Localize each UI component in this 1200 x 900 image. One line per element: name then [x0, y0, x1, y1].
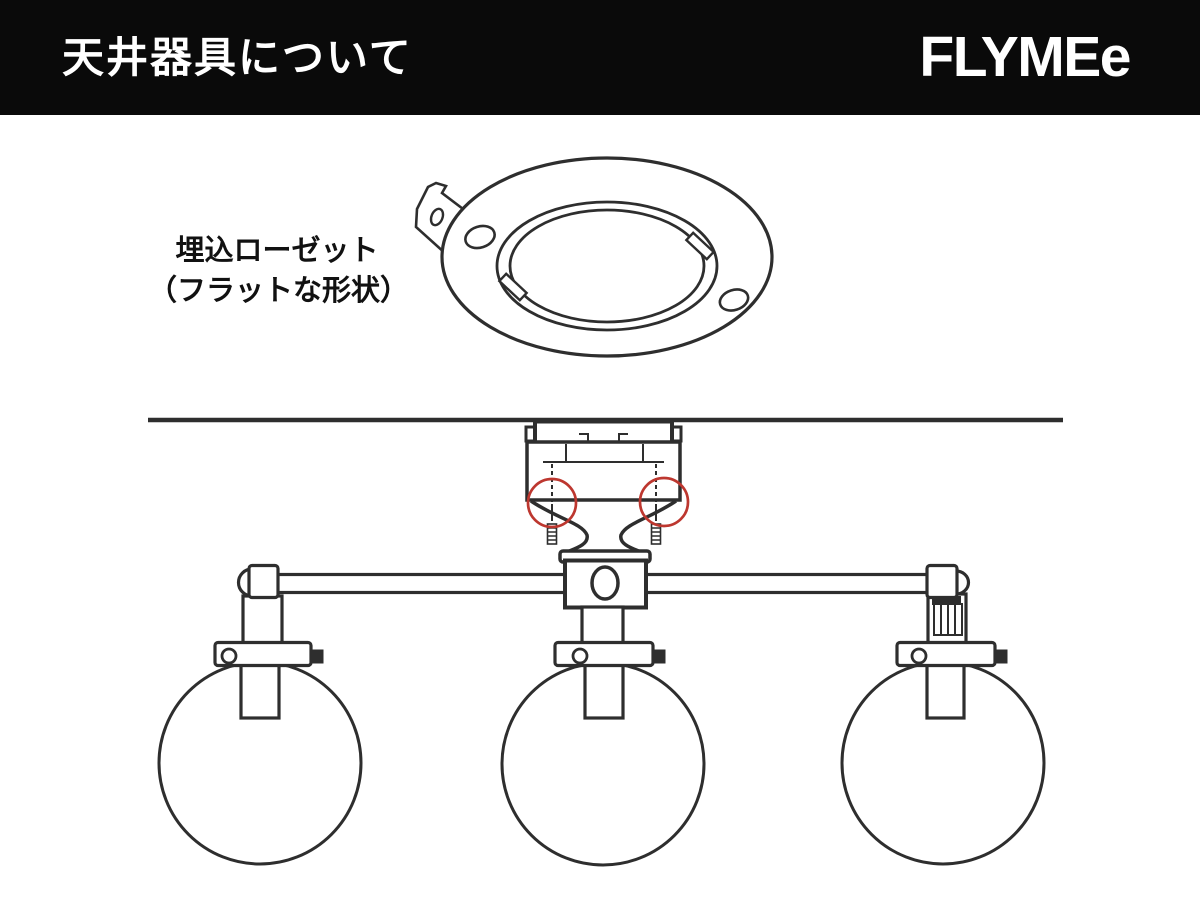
shade-holder-left	[213, 640, 324, 668]
ceiling-section	[148, 417, 1063, 564]
screw-highlight-circle-right	[638, 476, 690, 528]
fixture-body	[157, 558, 1046, 867]
bayonet-notch-right	[684, 231, 716, 261]
flymee-logo: FLYMEe	[919, 25, 1131, 89]
rosette-caption: 埋込ローゼット （フラットな形状）	[148, 231, 410, 311]
recessed-rosette-drawing	[414, 156, 774, 358]
mounting-adapter-box	[525, 440, 682, 502]
page-title: 天井器具について	[62, 33, 413, 81]
latch-mark-left	[579, 433, 589, 441]
canopy-curve-right	[619, 499, 677, 554]
bayonet-notch-left	[497, 272, 529, 302]
screw-hole-left	[464, 224, 496, 250]
hub-knob	[590, 565, 620, 601]
canopy-curve-left	[530, 499, 589, 554]
screw-hole-right	[718, 288, 750, 312]
rosette-hook-left	[524, 425, 534, 443]
socket-left	[239, 663, 281, 720]
shade-holder-right	[895, 640, 1008, 668]
right-switch-band	[932, 596, 961, 605]
latch-mark-right	[618, 433, 628, 441]
mounting-screw-right	[650, 464, 662, 545]
left-stem	[241, 594, 284, 646]
left-arm-connector	[247, 563, 280, 600]
screw-highlight-circle-left	[526, 477, 578, 529]
embedded-rosette-box	[533, 419, 674, 445]
socket-right	[925, 663, 966, 720]
rosette-ring-inner	[508, 208, 706, 324]
rosette-caption-line1: 埋込ローゼット	[175, 235, 379, 267]
rosette-hook-right	[673, 425, 683, 443]
header-bar: 天井器具について FLYMEe	[0, 0, 1200, 115]
tab-hole	[429, 207, 445, 227]
socket-center	[583, 663, 625, 720]
rosette-caption-line2: （フラットな形状）	[148, 275, 410, 307]
shade-holder-center	[553, 640, 666, 668]
center-stem	[580, 605, 625, 645]
right-arm-connector	[925, 563, 959, 600]
